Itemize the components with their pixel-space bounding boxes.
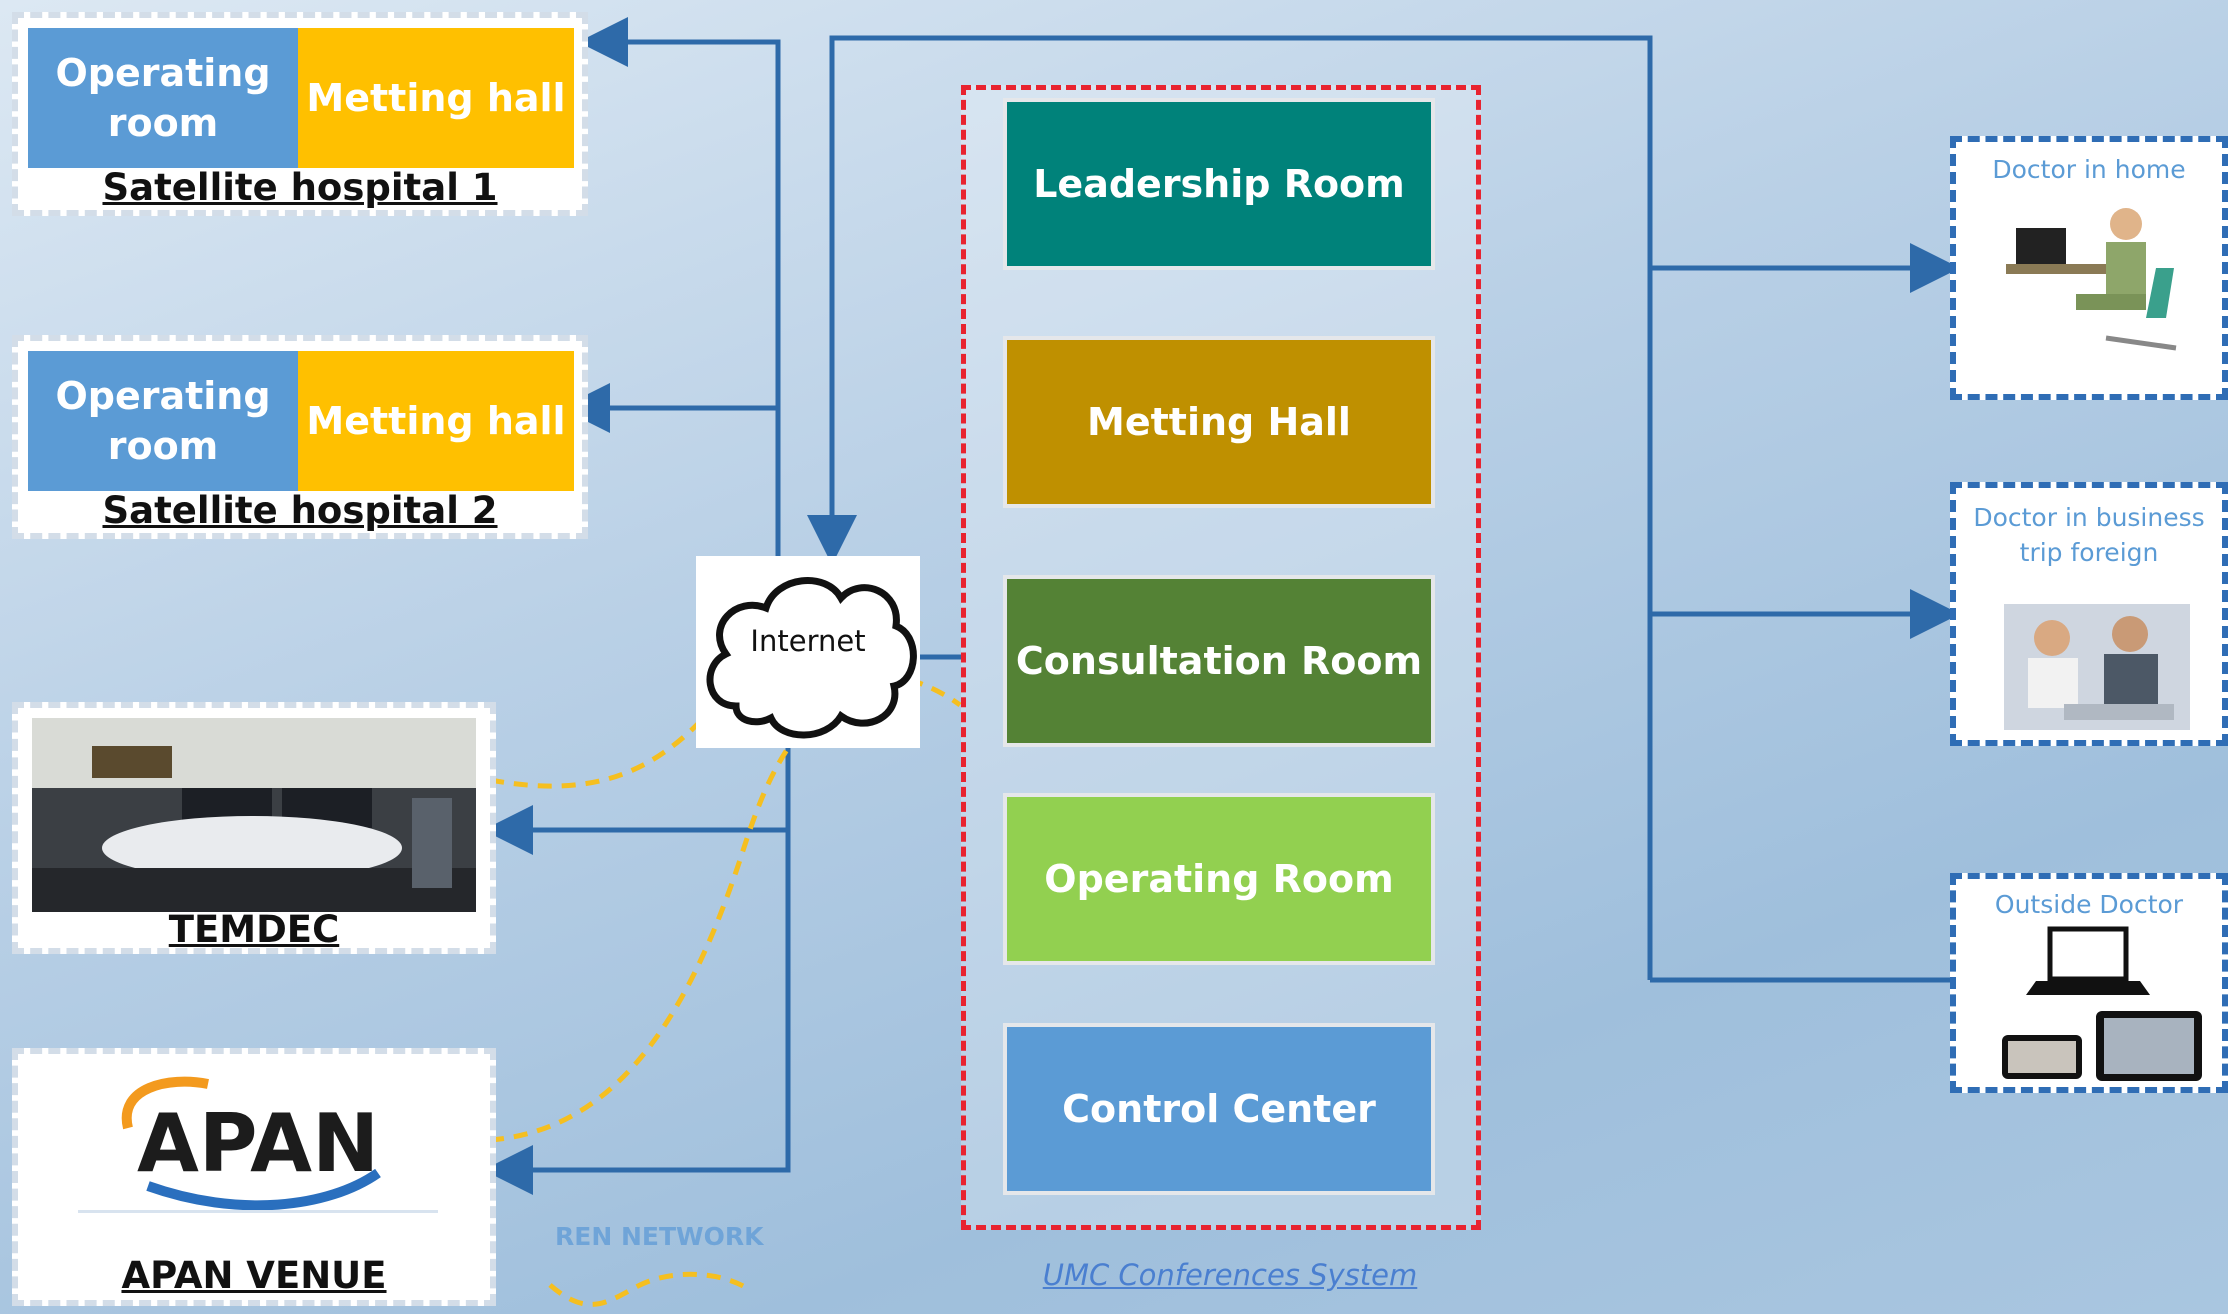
room-control-center: Control Center bbox=[1003, 1023, 1435, 1195]
satellite-hospital-2-card: Operating room Metting hall Satellite ho… bbox=[12, 335, 588, 539]
conference-room-photo bbox=[32, 718, 476, 912]
internet-label: Internet bbox=[750, 624, 866, 658]
cloud-icon bbox=[706, 577, 917, 739]
umc-title: UMC Conferences System bbox=[1042, 1258, 1418, 1292]
satellite-hospital-1-caption: Satellite hospital 1 bbox=[102, 166, 498, 209]
room-leadership: Leadership Room bbox=[1003, 98, 1435, 270]
link-temdec bbox=[483, 735, 791, 855]
business-people-icon bbox=[2004, 604, 2190, 730]
apan-caption: APAN VENUE bbox=[121, 1254, 387, 1297]
room-meeting-hall: Metting Hall bbox=[1003, 336, 1435, 508]
ren-network-legend: REN NETWORK bbox=[555, 1222, 764, 1251]
room-consultation: Consultation Room bbox=[1003, 575, 1435, 747]
doctor-desk-icon bbox=[2006, 208, 2177, 351]
apan-divider bbox=[78, 1210, 438, 1213]
ren-legend-line bbox=[548, 1271, 752, 1307]
ren-line-apan bbox=[489, 728, 803, 1143]
link-apan bbox=[483, 830, 791, 1195]
operating-room-box: Operating room bbox=[28, 351, 298, 491]
satellite-hospital-2-caption: Satellite hospital 2 bbox=[102, 489, 498, 532]
doctor-home-label: Doctor in home bbox=[1992, 155, 2186, 184]
apan-card: APAN APAN VENUE bbox=[12, 1048, 496, 1306]
outside-doctor-card: Outside Doctor bbox=[1950, 873, 2228, 1093]
room-operating: Operating Room bbox=[1003, 793, 1435, 965]
apan-logo: APAN bbox=[121, 1076, 381, 1211]
operating-room-box: Operating room bbox=[28, 28, 298, 168]
temdec-card: TEMDEC bbox=[12, 702, 496, 954]
meeting-hall-box: Metting hall bbox=[298, 28, 574, 168]
link-top-loop bbox=[807, 35, 1653, 565]
link-sat1 bbox=[578, 17, 781, 580]
meeting-hall-box: Metting hall bbox=[298, 351, 574, 491]
internet-cloud: Internet bbox=[696, 556, 920, 748]
satellite-hospital-1-card: Operating room Metting hall Satellite ho… bbox=[12, 12, 588, 216]
doctor-trip-card: Doctor in business trip foreign bbox=[1950, 482, 2228, 746]
devices-icon bbox=[2002, 926, 2202, 1081]
apan-logo-text: APAN bbox=[137, 1097, 379, 1190]
outside-doctor-label: Outside Doctor bbox=[1994, 890, 2184, 919]
doctor-trip-label: Doctor in business trip foreign bbox=[1973, 503, 2205, 567]
doctor-home-card: Doctor in home bbox=[1950, 136, 2228, 400]
temdec-caption: TEMDEC bbox=[168, 908, 340, 951]
